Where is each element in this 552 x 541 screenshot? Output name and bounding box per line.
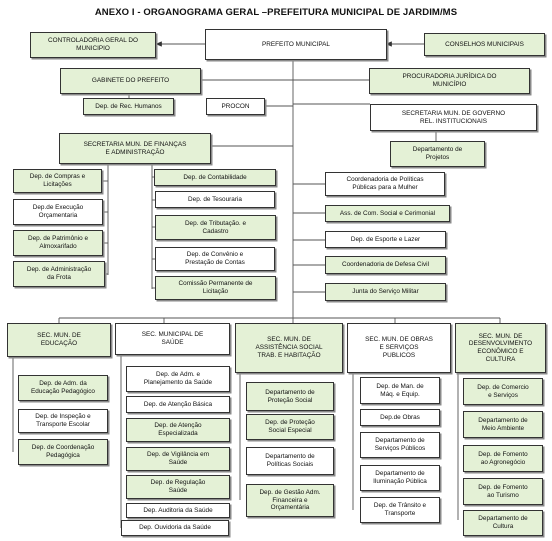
org-box-ob-obras: Dep.de Obras xyxy=(360,409,440,426)
org-box-sau-auditoria: Dep. Auditoria da Saúde xyxy=(126,503,230,518)
org-box-edu-coord: Dep. de Coordenação Pedagógica xyxy=(18,439,108,465)
org-box-tesouraria: Dep. de Tesouraria xyxy=(155,191,275,208)
org-box-prefeito: PREFEITO MUNICIPAL xyxy=(205,29,387,60)
org-box-de-cultura: Departamento de Cultura xyxy=(463,510,543,536)
org-box-adm-frota: Dep. de Administração da Frota xyxy=(13,261,105,287)
org-box-comissao: Comissão Permanente de Licitação xyxy=(155,276,276,300)
org-box-sec-educacao: SEC. MUN. DE EDUCAÇÃO xyxy=(7,323,111,357)
org-box-sau-regulacao: Dep. de Regulação Saúde xyxy=(126,475,230,499)
org-box-patrimonio: Dep. de Patrimônio e Almoxarifado xyxy=(13,230,103,256)
org-box-sec-financas: SECRETARIA MUN. DE FINANÇAS E ADMINISTRA… xyxy=(59,133,211,164)
org-box-as-protecao: Departamento de Proteção Social xyxy=(246,382,334,411)
chart-title: ANEXO I - ORGANOGRAMA GERAL –PREFEITURA … xyxy=(94,7,458,18)
org-box-sau-especializada: Dep. de Atenção Especializada xyxy=(126,418,230,442)
org-box-sau-vigilancia: Dep. de Vigilância em Saúde xyxy=(126,447,230,471)
org-box-sau-adm: Dep. de Adm. e Planejamento da Saúde xyxy=(126,366,230,392)
org-box-contabilidade: Dep. de Contabilidade xyxy=(154,169,276,186)
org-box-dep-projetos: Departamento de Projetos xyxy=(390,141,485,167)
org-box-rec-humanos: Dep. de Rec. Humanos xyxy=(83,98,174,115)
org-box-ob-iluminacao: Departamento de Iluminação Pública xyxy=(360,465,440,491)
org-box-de-agronegocio: Dep. de Fomento ao Agronegócio xyxy=(463,445,543,472)
org-box-sec-assistencia: SEC. MUN. DE ASSISTÊNCIA SOCIAL TRAB. E … xyxy=(235,323,343,373)
org-box-esporte: Dep. de Esporte e Lazer xyxy=(325,231,446,248)
org-box-de-turismo: Dep. de Fomento ao Turismo xyxy=(463,478,543,505)
org-box-junta-militar: Junta do Serviço Militar xyxy=(325,283,446,301)
org-box-sau-ouvidoria: Dep. Ouvidoria da Saúde xyxy=(121,520,229,536)
org-box-ob-transito: Dep. de Trânsito e Transporte xyxy=(360,497,440,523)
org-box-ob-manutencao: Dep. de Man. de Máq. e Equip. xyxy=(360,377,440,404)
org-box-edu-transporte: Dep. de Inspeção e Transporte Escolar xyxy=(18,409,108,433)
org-box-sec-desenv: SEC. MUN. DE DESENVOLVIMENTO ECONÔMICO E… xyxy=(455,323,546,373)
org-box-procuradoria: PROCURADORIA JURÍDICA DO MUNICÍPIO xyxy=(369,68,530,94)
org-box-exec-orc: Dep.de Execução Orçamentaria xyxy=(13,199,103,225)
org-box-controladoria: CONTROLADORIA GERAL DO MUNICIPIO xyxy=(30,32,156,58)
org-box-ob-servicos: Departamento de Serviços Públicos xyxy=(360,432,440,458)
org-box-com-social: Ass. de Com. Social e Cerimonial xyxy=(325,205,450,222)
org-box-procon: PROCON xyxy=(206,98,265,115)
org-box-conselhos: CONSELHOS MUNICIPAIS xyxy=(424,33,545,56)
org-box-compras: Dep. de Compras e Licitações xyxy=(13,169,102,193)
org-box-as-especial: Dep. de Proteção Social Especial xyxy=(246,414,334,440)
org-box-tributacao: Dep. de Tributação. e Cadastro xyxy=(155,215,276,240)
org-box-sec-governo: SECRETARIA MUN. DE GOVERNO REL. INSTITUC… xyxy=(370,104,537,131)
org-box-de-ambiente: Departamento de Meio Ambiente xyxy=(463,411,543,438)
org-box-as-politicas: Departamento de Políticas Sociais xyxy=(246,447,334,475)
org-box-convenio: Dep. de Convênio e Prestação de Contas xyxy=(155,247,275,271)
org-box-as-gestao: Dep. de Gestão Adm. Financeira e Orçamen… xyxy=(246,484,334,517)
org-box-de-comercio: Dep. de Comercio e Serviços xyxy=(463,378,543,405)
org-box-gabinete: GABINETE DO PREFEITO xyxy=(60,68,201,94)
org-box-sec-saude: SEC. MUNICIPAL DE SAÚDE xyxy=(115,323,230,355)
org-box-defesa-civil: Coordenadoria de Defesa Civil xyxy=(325,256,446,274)
org-box-coord-mulher: Coordenadoria de Políticas Públicas para… xyxy=(325,172,445,196)
org-box-sec-obras: SEC. MUN. DE OBRAS E SERVIÇOS PUBLICOS xyxy=(347,323,451,373)
org-box-sau-basica: Dep. de Atenção Básica xyxy=(126,396,230,413)
org-box-edu-pedagogico: Dep. de Adm. da Educação Pedagógico xyxy=(18,375,108,401)
